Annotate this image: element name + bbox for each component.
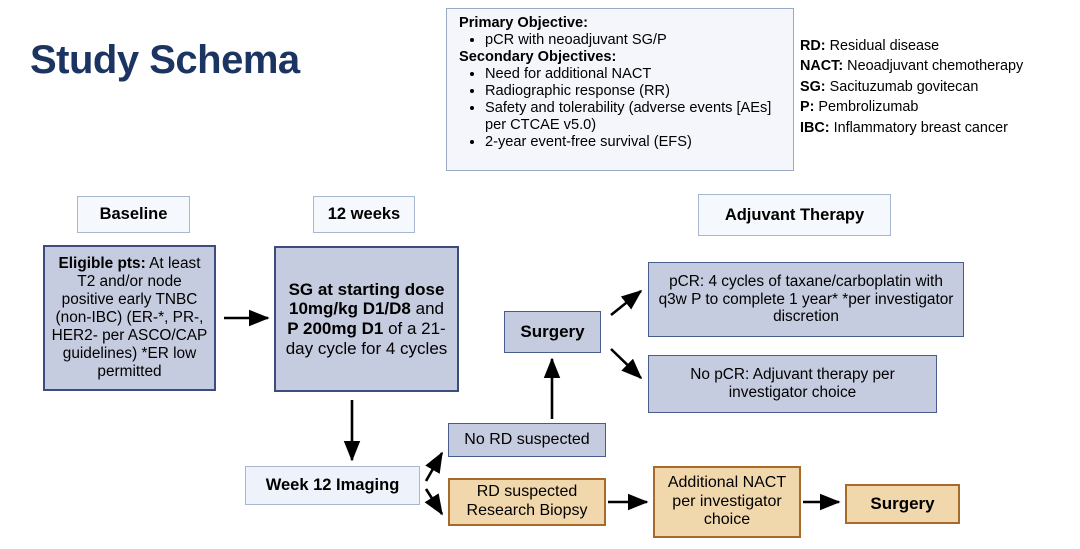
phase-header-12-weeks: 12 weeks (313, 196, 415, 233)
list-item: Radiographic response (RR) (485, 83, 783, 100)
legend-definition: Residual disease (829, 38, 940, 54)
secondary-objective-list: Need for additional NACT Radiographic re… (473, 66, 783, 151)
objectives-panel: Primary Objective: pCR with neoadjuvant … (446, 8, 794, 171)
treatment-cycle-info: of a 21-day cycle for 4 cycles (285, 319, 448, 358)
list-item: 2-year event-free survival (EFS) (485, 134, 783, 151)
legend-definition: Neoadjuvant chemotherapy (847, 58, 1024, 75)
legend-abbr: NACT: (800, 58, 844, 75)
legend-row: RD: Residual disease (800, 36, 1076, 56)
node-additional-nact: Additional NACT per investigator choice (653, 466, 801, 538)
legend-abbr: SG: (800, 78, 826, 95)
treatment-drug-p: P 200mg D1 (287, 319, 384, 338)
legend-abbr: IBC: (800, 119, 830, 136)
node-week-12-imaging: Week 12 Imaging (245, 466, 420, 505)
node-no-rd-suspected: No RD suspected (448, 423, 606, 457)
node-rd-suspected-biopsy: RD suspected Research Biopsy (448, 478, 606, 526)
node-surgery-blue: Surgery (504, 311, 601, 353)
arrow-surgery-to-no-pcr (610, 348, 643, 380)
secondary-objectives-heading: Secondary Objectives: (459, 49, 617, 66)
arrow-imaging-to-rd-suspected (424, 488, 444, 516)
arrow-surgery-to-pcr (610, 289, 643, 317)
legend-abbr: RD: (800, 38, 826, 54)
node-treatment-regimen: SG at starting dose 10mg/kg D1/D8 and P … (274, 246, 459, 392)
node-surgery-tan: Surgery (845, 484, 960, 524)
page-title: Study Schema (30, 38, 300, 82)
legend-row: NACT: Neoadjuvant chemotherapy (800, 56, 1076, 76)
legend-definition: Inflammatory breast cancer (833, 119, 1008, 136)
eligible-label: Eligible pts: (58, 255, 146, 273)
legend-abbr: P: (800, 99, 815, 116)
list-item: pCR with neoadjuvant SG/P (485, 32, 783, 49)
node-pcr-arm: pCR: 4 cycles of taxane/carboplatin with… (648, 262, 964, 337)
primary-objective-heading: Primary Objective: (459, 15, 588, 31)
abbreviation-legend: RD: Residual disease NACT: Neoadjuvant c… (800, 36, 1076, 138)
arrow-imaging-to-no-rd (424, 451, 444, 482)
list-item: Safety and tolerability (adverse events … (485, 100, 783, 134)
treatment-drug-sg: SG at starting dose 10mg/kg D1/D8 (288, 279, 445, 319)
eligible-criteria: At least T2 and/or node positive early T… (51, 255, 208, 380)
legend-row: P: Pembrolizumab (800, 97, 1076, 117)
phase-header-adjuvant-therapy: Adjuvant Therapy (698, 194, 891, 236)
treatment-conjunction: and (410, 299, 444, 319)
node-eligible-patients: Eligible pts: At least T2 and/or node po… (43, 245, 216, 391)
node-no-pcr-arm: No pCR: Adjuvant therapy per investigato… (648, 355, 937, 413)
legend-row: SG: Sacituzumab govitecan (800, 77, 1076, 97)
list-item: Need for additional NACT (485, 66, 783, 83)
legend-definition: Pembrolizumab (818, 99, 919, 116)
legend-definition: Sacituzumab govitecan (829, 78, 979, 95)
phase-header-baseline: Baseline (77, 196, 190, 233)
legend-row: IBC: Inflammatory breast cancer (800, 118, 1076, 138)
primary-objective-list: pCR with neoadjuvant SG/P (473, 32, 783, 49)
